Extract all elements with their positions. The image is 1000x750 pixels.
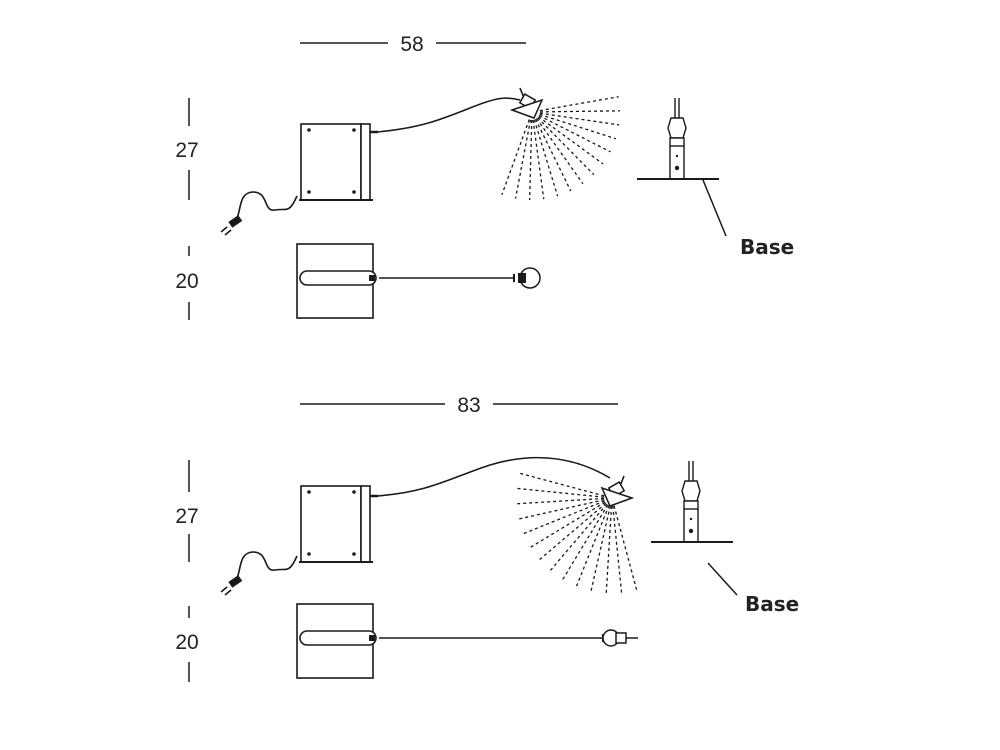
- light-ray: [520, 472, 605, 497]
- light-ray: [523, 500, 605, 535]
- height-dimension-side: 27: [175, 460, 199, 562]
- end-view: Base: [650, 460, 799, 616]
- light-ray: [532, 119, 545, 200]
- light-rays: [517, 472, 638, 593]
- light-ray: [514, 119, 532, 199]
- lamp-arm: [376, 456, 611, 497]
- light-ray: [530, 501, 606, 548]
- depth-dimension-top: 20: [175, 606, 199, 682]
- height-dimension-side: 27: [175, 98, 199, 200]
- light-ray: [539, 113, 617, 140]
- light-rays: [501, 96, 621, 200]
- width-dimension: 83: [300, 394, 618, 417]
- light-ray: [539, 110, 621, 113]
- light-ray: [539, 96, 619, 112]
- top-depth-value: 20: [175, 270, 198, 293]
- light-ray: [517, 487, 605, 498]
- light-ray: [590, 505, 611, 591]
- end-view: Base: [636, 97, 794, 259]
- width-value: 58: [400, 33, 423, 56]
- light-ray: [605, 505, 613, 593]
- light-ray: [539, 112, 620, 126]
- light-ray: [528, 119, 533, 200]
- side-view: [220, 87, 621, 236]
- lamp-arm: [376, 97, 521, 133]
- base-label: Base: [740, 235, 794, 259]
- depth-dimension-top: 20: [175, 246, 199, 320]
- side-height-value: 27: [175, 505, 198, 528]
- light-ray: [549, 503, 608, 571]
- light-ray: [537, 117, 595, 176]
- variant-1: 58 27 20: [175, 33, 794, 320]
- light-ray: [519, 499, 605, 520]
- light-ray: [612, 505, 623, 593]
- light-ray: [562, 504, 609, 580]
- light-ray: [536, 118, 584, 185]
- light-ray: [533, 119, 559, 197]
- top-depth-value: 20: [175, 631, 198, 654]
- light-ray: [517, 497, 605, 505]
- light-ray: [539, 502, 607, 561]
- side-height-value: 27: [175, 139, 198, 162]
- side-view: [220, 456, 638, 596]
- light-ray: [501, 119, 530, 195]
- light-ray: [538, 116, 604, 165]
- light-ray: [613, 505, 638, 590]
- variant-2: 83 27 20: [175, 394, 799, 682]
- light-ray: [538, 115, 611, 153]
- top-view: [296, 243, 541, 319]
- top-view: [296, 603, 638, 679]
- light-ray: [575, 505, 610, 587]
- width-dimension: 58: [300, 33, 526, 56]
- width-value: 83: [457, 394, 480, 417]
- light-ray: [534, 118, 572, 192]
- base-label: Base: [745, 592, 799, 616]
